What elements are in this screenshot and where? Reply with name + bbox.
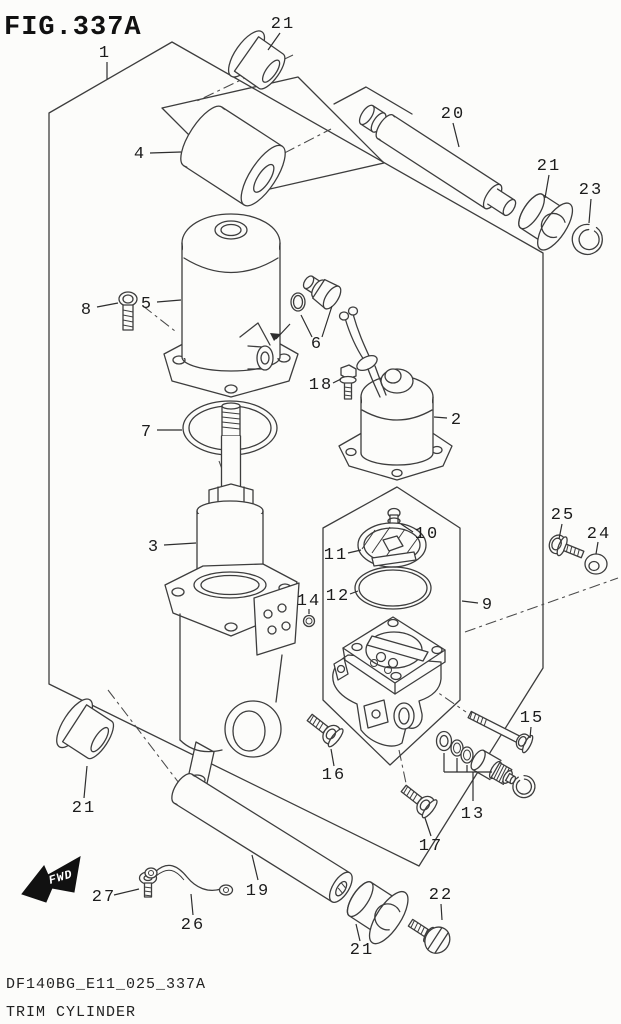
part-11-valve-plate	[357, 522, 427, 568]
callout-label: 25	[551, 506, 575, 525]
callout-label: 1	[99, 44, 111, 63]
callout-label: 21	[271, 15, 295, 34]
part-8-bolt	[118, 291, 138, 331]
callout-label: 21	[537, 157, 561, 176]
part-15-long-bolt	[467, 710, 534, 754]
callout-label: 7	[141, 423, 153, 442]
part-21-bushing-upper	[227, 30, 286, 90]
valve-body-manifold	[332, 616, 446, 747]
part-2-motor-assembly	[338, 306, 453, 481]
callout-13: 13	[461, 805, 485, 824]
callout-19: 19	[246, 854, 270, 901]
callout-12: 12	[326, 587, 359, 606]
callout-8: 8	[81, 301, 119, 320]
part-17-bolt	[400, 784, 438, 819]
callout-label: 3	[148, 538, 160, 557]
figure-code: DF140BG_E11_025_337A	[6, 976, 206, 993]
callout-label: 22	[429, 886, 453, 905]
part-1-frame-outline	[48, 41, 544, 867]
cylinder-body-housing	[164, 563, 300, 789]
part-5-motor-housing	[163, 213, 299, 398]
callout-14: 14	[297, 592, 321, 614]
callout-label: 21	[72, 799, 96, 818]
callout-11: 11	[324, 546, 362, 565]
part-16-bolt	[306, 713, 344, 748]
callout-3: 3	[148, 538, 197, 557]
part-14-o-ring	[302, 614, 316, 628]
part-18-bolt	[339, 364, 357, 400]
part-12-o-ring	[354, 566, 432, 610]
callout-21-upper: 21	[267, 15, 295, 51]
callout-label: 17	[419, 837, 443, 856]
part-26-ground-wire	[144, 864, 234, 896]
figure-name: TRIM CYLINDER	[6, 1004, 136, 1021]
callout-1: 1	[99, 44, 111, 79]
part-19-lower-pin	[171, 773, 353, 903]
part-25-bolt	[548, 534, 585, 559]
callout-label: 10	[415, 525, 439, 544]
callout-22: 22	[429, 886, 453, 921]
callout-23: 23	[579, 181, 603, 224]
part-9-assembly-frame	[322, 486, 461, 766]
callout-label: 12	[326, 587, 350, 606]
part-23-snap-ring	[571, 223, 603, 255]
callout-label: 21	[350, 941, 374, 960]
callout-24: 24	[587, 525, 611, 555]
callout-label: 19	[246, 882, 270, 901]
callout-label: 23	[579, 181, 603, 200]
callout-21-left: 21	[72, 765, 96, 818]
callout-15: 15	[520, 709, 544, 739]
callout-27: 27	[92, 888, 140, 907]
callout-label: 9	[482, 596, 494, 615]
callout-6: 6	[300, 305, 333, 354]
fwd-arrow: FWD	[21, 856, 81, 903]
callout-label: 5	[141, 295, 153, 314]
callout-10: 10	[400, 523, 439, 544]
callout-label: 16	[322, 766, 346, 785]
callout-label: 24	[587, 525, 611, 544]
callout-label: 4	[134, 145, 146, 164]
callout-label: 15	[520, 709, 544, 728]
part-20-upper-pin	[358, 104, 517, 217]
part-21-bushing-left	[56, 698, 115, 760]
part-21-bushing-bottom	[346, 881, 409, 945]
part-4-cylinder-cap	[180, 105, 286, 207]
callout-4: 4	[134, 145, 182, 164]
callout-21-right: 21	[537, 157, 561, 199]
callout-26: 26	[181, 893, 205, 935]
callout-label: 26	[181, 916, 205, 935]
callout-label: 2	[451, 411, 463, 430]
callout-17: 17	[419, 817, 443, 856]
part-6-fitting	[290, 275, 342, 312]
callout-9: 9	[461, 596, 494, 615]
callout-5: 5	[141, 295, 182, 314]
callout-16: 16	[322, 748, 346, 785]
callout-label: 27	[92, 888, 116, 907]
callout-25: 25	[551, 506, 575, 540]
callout-label: 6	[311, 335, 323, 354]
callout-label: 8	[81, 301, 93, 320]
fwd-label: FWD	[47, 867, 75, 888]
callout-label: 20	[441, 105, 465, 124]
part-21-bushing-right	[518, 193, 574, 251]
callout-label: 18	[309, 376, 333, 395]
part-13-release-valve-set	[435, 730, 536, 801]
callout-2: 2	[433, 411, 463, 430]
figure-title: FIG.337A	[4, 13, 142, 43]
part-22-bolt	[407, 918, 451, 954]
callout-label: 14	[297, 592, 321, 611]
callout-7: 7	[141, 423, 182, 442]
callout-21-bottom: 21	[350, 923, 374, 960]
callout-20: 20	[441, 105, 465, 148]
callout-label: 11	[324, 546, 348, 565]
callout-label: 13	[461, 805, 485, 824]
callout-18: 18	[309, 376, 342, 395]
part-24-grommet	[584, 553, 608, 575]
